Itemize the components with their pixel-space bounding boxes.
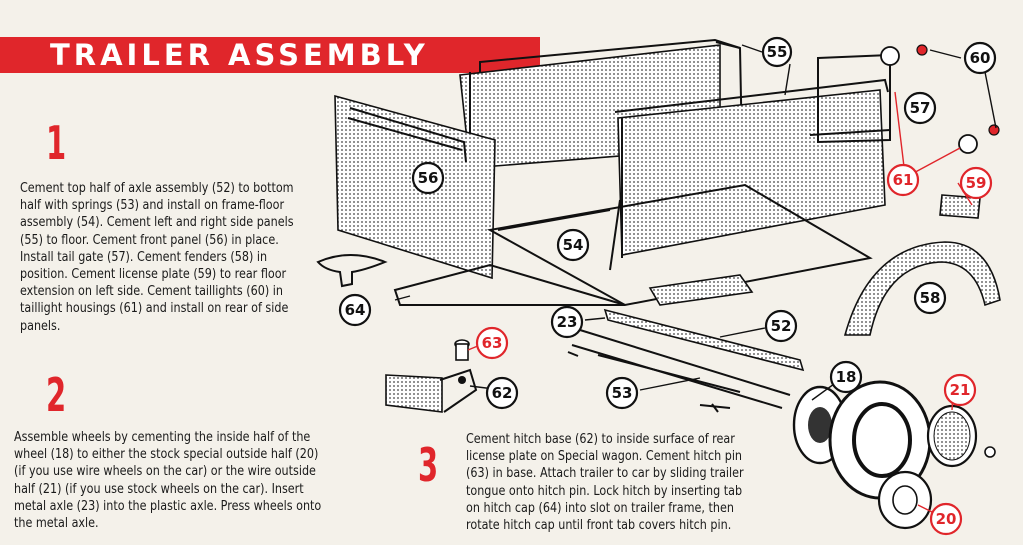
taillight-housings-61 — [880, 46, 978, 154]
svg-text:61: 61 — [893, 171, 914, 189]
callout-56: 56 — [411, 161, 445, 195]
callout-62: 62 — [485, 376, 519, 410]
hitch-cap-64 — [316, 254, 388, 288]
hubcap-20 — [877, 470, 933, 530]
callout-21: 21 — [943, 373, 977, 407]
fender-58 — [843, 241, 1001, 336]
callout-57: 57 — [903, 91, 937, 125]
step-3-number: 3 — [418, 438, 439, 492]
wire-wheel-21 — [926, 404, 996, 468]
svg-text:52: 52 — [771, 317, 792, 335]
svg-text:64: 64 — [345, 301, 366, 319]
svg-text:57: 57 — [910, 99, 931, 117]
svg-text:62: 62 — [492, 384, 513, 402]
callout-53: 53 — [605, 376, 639, 410]
callout-60: 60 — [963, 41, 997, 75]
svg-text:63: 63 — [482, 334, 503, 352]
svg-text:59: 59 — [966, 174, 987, 192]
callout-59: 59 — [959, 166, 993, 200]
hitch-base-62 — [385, 368, 478, 413]
step-1-text: Cement top half of axle assembly (52) to… — [20, 181, 294, 334]
callout-58: 58 — [913, 281, 947, 315]
svg-text:58: 58 — [920, 289, 941, 307]
callout-20: 20 — [929, 502, 963, 536]
taillights-60 — [916, 44, 1000, 136]
axle-assembly — [567, 308, 805, 413]
callout-64: 64 — [338, 293, 372, 327]
svg-text:60: 60 — [970, 49, 991, 67]
callout-18: 18 — [829, 360, 863, 394]
svg-text:54: 54 — [563, 236, 584, 254]
step-3-text: Cement hitch base (62) to inside surface… — [466, 432, 744, 534]
page-title: TRAILER ASSEMBLY — [50, 38, 429, 72]
svg-text:23: 23 — [557, 313, 578, 331]
callout-23: 23 — [550, 305, 584, 339]
callout-55: 55 — [761, 36, 793, 68]
svg-text:56: 56 — [418, 169, 439, 187]
callout-63: 63 — [475, 326, 509, 360]
step-2-text: Assemble wheels by cementing the inside … — [14, 430, 322, 532]
callout-52: 52 — [764, 309, 798, 343]
tail-gate-57 — [809, 53, 891, 144]
svg-text:53: 53 — [612, 384, 633, 402]
svg-text:21: 21 — [950, 381, 971, 399]
right-side-panel — [614, 78, 889, 258]
callout-61: 61 — [886, 163, 920, 197]
step-1-number: 1 — [46, 116, 67, 170]
svg-text:20: 20 — [936, 510, 957, 528]
callout-54: 54 — [556, 228, 590, 262]
svg-text:55: 55 — [767, 43, 788, 61]
hitch-pin-63 — [454, 339, 470, 361]
floor-frame-54 — [393, 183, 873, 307]
step-2-number: 2 — [46, 368, 67, 422]
title-banner — [0, 37, 540, 73]
svg-text:18: 18 — [836, 368, 857, 386]
